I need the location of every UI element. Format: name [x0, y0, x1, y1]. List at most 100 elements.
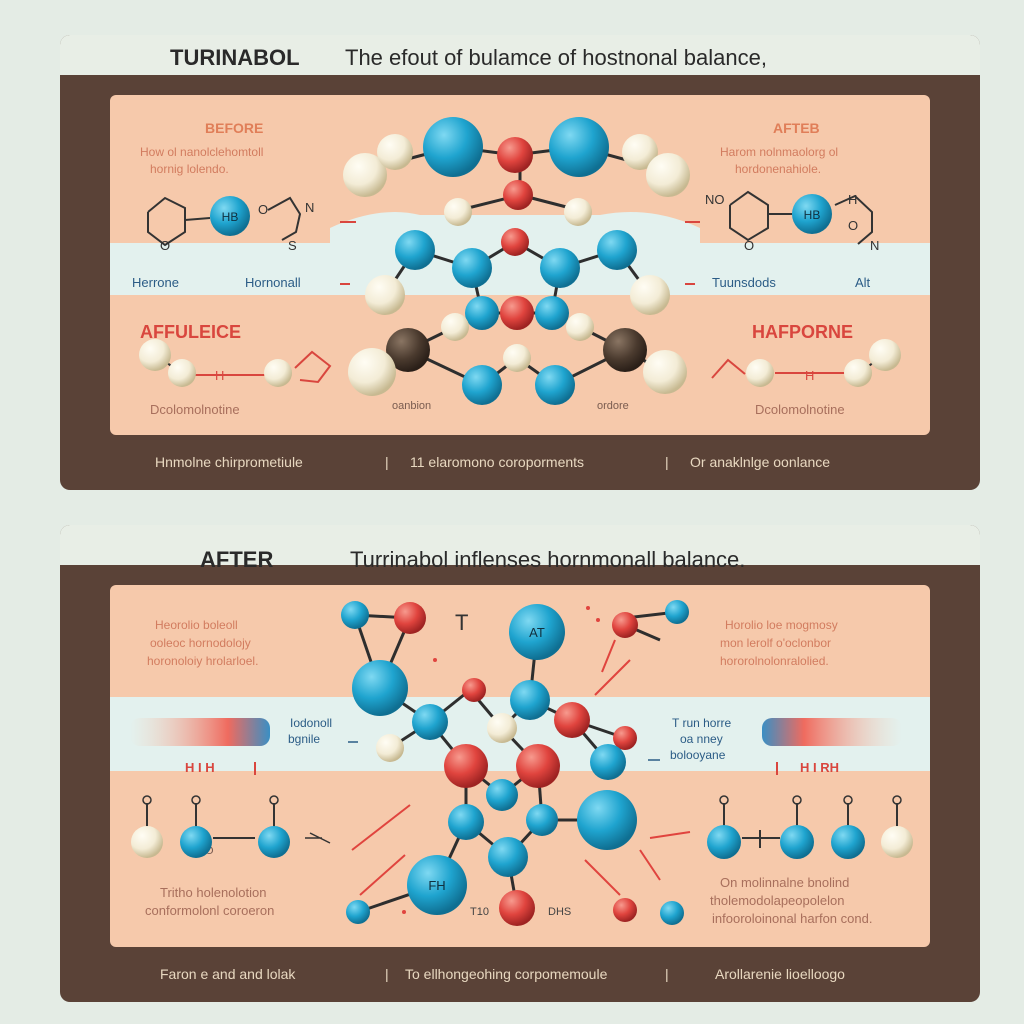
atom-red: [554, 702, 590, 738]
top-h-label-right: H: [805, 368, 815, 383]
atom-cream: [377, 134, 413, 170]
bottom-right-desc-3: hororolnolonralolied.: [720, 654, 829, 668]
atom-blue: [577, 790, 637, 850]
bottom-lower-right-1: On molinnalne bnolind: [720, 875, 850, 890]
top-hb-atom-left: [210, 196, 250, 236]
top-mol-right-o: O: [848, 218, 859, 233]
bottom-at-label: AT: [529, 625, 545, 640]
bottom-band-left-1: Iodonoll: [290, 716, 333, 730]
bottom-footer: Faron e and and lolak | To ellhongeohing…: [60, 966, 980, 990]
bottom-lower-right-3: infooroloinonal harfon cond.: [712, 911, 873, 926]
top-mol-left-o2: O: [258, 202, 269, 217]
atom-red: [613, 898, 637, 922]
top-center-label-right: ordore: [597, 400, 629, 412]
bottom-panel: AFTER Turrinabol inflenses hornmonall ba…: [60, 525, 980, 1002]
top-footer-1: Hnmolne chirprometiule: [155, 454, 303, 470]
atom-blue: [486, 779, 518, 811]
top-after-desc-1: Harom nolnmaolorg ol: [720, 145, 839, 159]
atom-cream: [643, 350, 687, 394]
bottom-mol-t10: T10: [470, 906, 489, 918]
bottom-central-molecule: [341, 600, 689, 926]
atom-cream: [503, 344, 531, 372]
bottom-title-bar: [60, 525, 980, 565]
top-footer-sep-2: |: [665, 454, 669, 470]
top-title-bar: [60, 35, 980, 75]
top-right-heading: HAFPORNE: [752, 322, 854, 342]
atom-blue: [423, 117, 483, 177]
top-before-label: BEFORE: [205, 120, 264, 136]
top-mol-right-no: NO: [705, 192, 725, 207]
atom-cream: [348, 348, 396, 396]
top-before-desc-2: hornig lolendo.: [150, 162, 229, 176]
atom-blue: [448, 804, 484, 840]
bottom-bar-right: [762, 718, 902, 746]
top-lower-right-chain: [711, 339, 901, 387]
top-mol-right-n: N: [870, 238, 880, 253]
top-left-caption: Dcolomolnotine: [150, 402, 240, 417]
bottom-footer-sep-1: |: [385, 966, 389, 982]
top-before-desc-1: How ol nanolclehomtoll: [140, 145, 264, 159]
top-center-label-left: oanbion: [392, 400, 432, 412]
atom-cream: [441, 313, 469, 341]
bottom-sparkles: [402, 606, 600, 914]
bottom-band-right-1: T run horre: [672, 716, 732, 730]
bottom-footer-1: Faron e and and lolak: [160, 966, 296, 982]
top-title-rest: The efout of bulamce of hostnonal balanc…: [345, 45, 767, 70]
bottom-t-mark: T: [455, 610, 469, 635]
top-footer-sep-1: |: [385, 454, 389, 470]
bottom-lower-left-chain: [131, 795, 331, 858]
bottom-lower-right-2: tholemodolapeopolelon: [710, 893, 845, 908]
top-title-lead: TURINABOL: [170, 45, 300, 70]
atom-blue: [590, 744, 626, 780]
atom-blue: [352, 660, 408, 716]
atom-cream: [566, 313, 594, 341]
atom-blue: [510, 680, 550, 720]
atom-blue: [540, 248, 580, 288]
bottom-left-desc-2: ooleoc hornodolojy: [150, 636, 251, 650]
atom-cream: [630, 275, 670, 315]
atom-blue: [665, 600, 689, 624]
top-central-molecule: [343, 117, 690, 405]
bottom-hih-left: H I H: [185, 760, 215, 775]
bottom-lower-right-chain: [707, 795, 913, 859]
atom-dark: [386, 328, 430, 372]
bottom-title-lead: AFTER: [200, 547, 274, 572]
top-after-desc-2: hordonenahiole.: [735, 162, 822, 176]
bottom-pointer-arrows: [351, 639, 691, 896]
top-footer: Hnmolne chirprometiule | 11 elaromono co…: [60, 454, 980, 478]
atom-cream: [487, 713, 517, 743]
atom-red: [462, 678, 486, 702]
atom-red: [500, 296, 534, 330]
top-band-label-3: Tuunsdods: [712, 275, 776, 290]
atom-red: [613, 726, 637, 750]
top-mol-left-n: N: [305, 200, 315, 215]
top-footer-2: 11 elaromono coroporments: [410, 454, 585, 470]
atom-red: [497, 137, 533, 173]
atom-cream: [646, 153, 690, 197]
atom-red: [501, 228, 529, 256]
atom-red: [503, 180, 533, 210]
atom-blue: [465, 296, 499, 330]
top-right-structure: [685, 190, 873, 245]
bottom-left-desc-3: horonoloiy hrolarloel.: [147, 654, 259, 668]
bottom-title-rest: Turrinabol inflenses hornmonall balance.: [350, 547, 746, 572]
atom-blue-at: [509, 604, 565, 660]
atom-blue: [346, 900, 370, 924]
bottom-hih-right: H I RH: [800, 760, 839, 775]
atom-red: [516, 744, 560, 788]
atom-cream: [622, 134, 658, 170]
atom-red: [394, 602, 426, 634]
top-left-structure: [147, 196, 356, 247]
atom-blue: [597, 230, 637, 270]
atom-blue: [462, 365, 502, 405]
atom-blue: [526, 804, 558, 836]
top-right-caption: Dcolomolnotine: [755, 402, 845, 417]
bottom-footer-2: To ellhongeohing corpomemoule: [405, 966, 608, 982]
atom-blue: [660, 901, 684, 925]
top-hb-label-left: HB: [222, 210, 239, 224]
atom-blue: [535, 365, 575, 405]
bottom-band-left-2: bgnile: [288, 732, 321, 746]
atom-blue: [452, 248, 492, 288]
bottom-footer-3: Arollarenie lioelloogo: [715, 966, 845, 982]
